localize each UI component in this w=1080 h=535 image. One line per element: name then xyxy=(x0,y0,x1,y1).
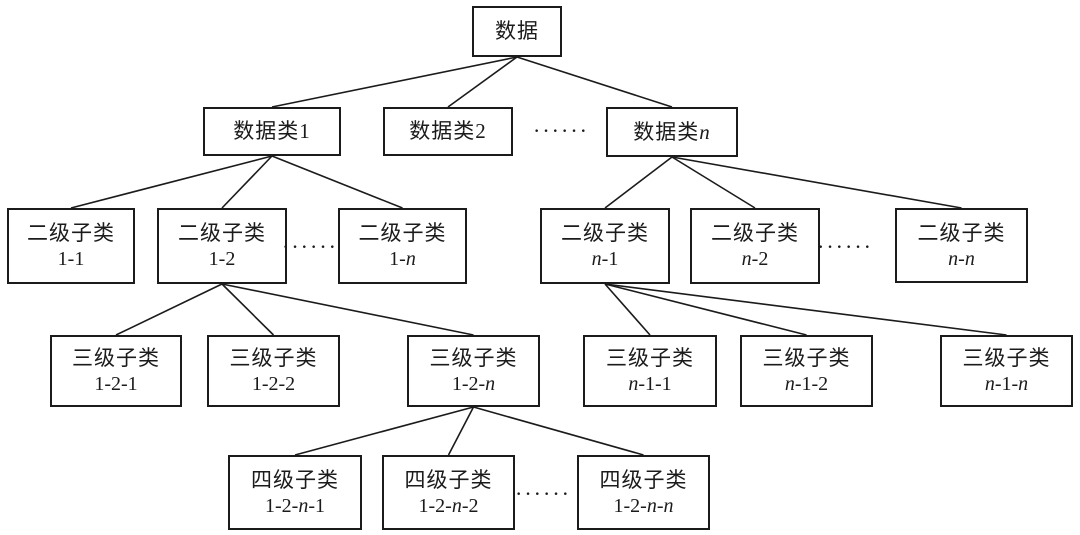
node-label-line: 三级子类 xyxy=(72,346,160,370)
tree-node-c11: 二级子类 1-1 xyxy=(7,208,135,284)
connector-line-d12n-e2 xyxy=(447,406,475,456)
connector-line-cat1-c12 xyxy=(221,155,273,209)
connector-line-root-cat1 xyxy=(271,56,518,108)
node-label-line: 1-2-n-2 xyxy=(418,494,479,517)
node-label-line: 三级子类 xyxy=(762,346,851,370)
tree-node-c12: 二级子类 1-2 xyxy=(157,208,287,284)
node-label-line: 二级子类 xyxy=(358,221,447,245)
tree-node-cat1: 数据类1 xyxy=(203,107,341,156)
tree-node-catn: 数据类n xyxy=(606,107,738,157)
node-label-line: 二级子类 xyxy=(27,221,115,245)
connector-line-catn-cn1 xyxy=(604,156,673,209)
node-label-line: 1-1 xyxy=(57,248,85,270)
node-label-line: 1-2 xyxy=(208,248,236,270)
connector-line-catn-cn2 xyxy=(671,156,756,209)
node-label-line: n-1-2 xyxy=(784,373,829,395)
ellipsis-dots: ······ xyxy=(515,481,571,506)
node-label-line: n-n xyxy=(948,247,975,270)
node-label-line: 四级子类 xyxy=(404,467,493,492)
node-label-line: 1-2-n-1 xyxy=(265,494,325,517)
tree-node-d122: 三级子类 1-2-2 xyxy=(207,335,340,407)
ellipsis-dots: ······ xyxy=(817,234,873,259)
node-label-line: 二级子类 xyxy=(561,221,649,245)
tree-node-cat2: 数据类2 xyxy=(383,107,513,156)
connector-line-cn1-dn11 xyxy=(604,283,651,336)
node-label-line: 二级子类 xyxy=(917,220,1006,245)
node-label-line: n-2 xyxy=(741,248,769,270)
node-label-line: n-1 xyxy=(591,248,619,270)
node-label-line: 1-2-n-n xyxy=(613,494,674,517)
node-label-line: 二级子类 xyxy=(711,221,799,245)
tree-node-d12n: 三级子类 1-2-n xyxy=(407,335,540,407)
tree-node-dn1n: 三级子类 n-1-n xyxy=(940,335,1073,407)
connector-line-c12-d12n xyxy=(221,283,474,336)
node-label-line: 数据 xyxy=(495,19,539,43)
ellipsis-dots: ······ xyxy=(282,234,338,259)
node-label-line: 1-2-1 xyxy=(94,373,138,395)
connector-line-d12n-e1 xyxy=(294,406,474,456)
node-label-line: 三级子类 xyxy=(429,346,518,370)
connector-line-cn1-dn12 xyxy=(604,283,807,336)
tree-node-cn2: 二级子类 n-2 xyxy=(690,208,820,284)
tree-node-dn11: 三级子类 n-1-1 xyxy=(583,335,717,407)
connector-line-d12n-en xyxy=(473,406,644,456)
node-label-line: 1-n xyxy=(389,248,416,270)
connector-line-root-catn xyxy=(516,56,673,108)
connector-line-cat1-c11 xyxy=(70,155,273,209)
node-label-line: 二级子类 xyxy=(178,221,266,245)
tree-node-dn12: 三级子类 n-1-2 xyxy=(740,335,873,407)
node-label-line: 数据类1 xyxy=(233,119,311,143)
connector-line-root-cat2 xyxy=(447,56,518,108)
node-label-line: 数据类n xyxy=(633,119,711,144)
tree-node-d121: 三级子类 1-2-1 xyxy=(50,335,182,407)
node-label-line: 四级子类 xyxy=(251,467,339,492)
node-label-line: 四级子类 xyxy=(599,467,688,492)
connector-line-c12-d122 xyxy=(221,283,275,336)
connector-line-catn-cnn xyxy=(671,156,962,209)
connector-line-c12-d121 xyxy=(115,283,223,336)
tree-node-cn1: 二级子类 n-1 xyxy=(540,208,670,284)
node-label-line: 1-2-n xyxy=(451,373,496,395)
node-label-line: 数据类2 xyxy=(409,119,487,143)
node-label-line: n-1-n xyxy=(984,373,1029,395)
connector-line-cat1-c1n xyxy=(271,155,403,209)
node-label-line: 1-2-2 xyxy=(251,373,296,395)
node-label-line: 三级子类 xyxy=(606,346,694,370)
tree-node-c1n: 二级子类 1-n xyxy=(338,208,467,284)
node-label-line: 三级子类 xyxy=(229,346,318,370)
ellipsis-dots: ······ xyxy=(533,118,589,143)
node-label-line: 三级子类 xyxy=(962,346,1051,370)
connector-line-cn1-dn1n xyxy=(604,283,1007,336)
tree-node-root: 数据 xyxy=(472,6,562,57)
node-label-line: n-1-1 xyxy=(628,373,672,395)
